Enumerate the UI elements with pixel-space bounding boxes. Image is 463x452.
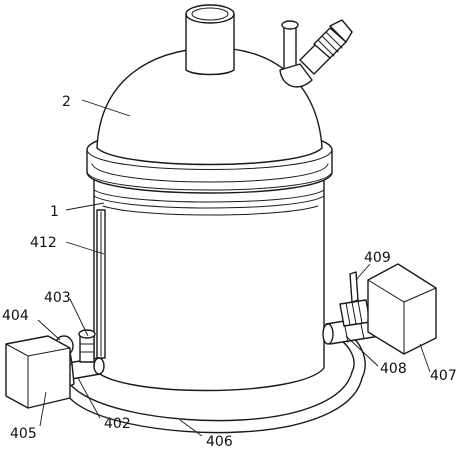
top-inlet-pipe <box>185 4 235 76</box>
return-valve <box>339 271 371 327</box>
label-1: 1 <box>50 204 59 220</box>
label-405: 405 <box>10 426 37 442</box>
label-407: 407 <box>430 368 457 384</box>
label-2: 2 <box>62 94 71 110</box>
sight-gauge <box>96 209 106 359</box>
left-pump-box <box>5 335 71 409</box>
label-409: 409 <box>364 250 391 266</box>
reference-numerals: 2 1 412 403 404 405 402 406 409 408 407 <box>2 94 457 450</box>
drain-valve <box>78 329 96 363</box>
label-408: 408 <box>380 361 407 377</box>
label-412: 412 <box>30 235 57 251</box>
label-402: 402 <box>104 416 131 432</box>
vent-pipe-assembly <box>279 19 353 88</box>
tank-body <box>93 177 325 392</box>
label-403: 403 <box>44 290 71 306</box>
label-406: 406 <box>206 434 233 450</box>
leader-lines <box>37 99 431 437</box>
label-404: 404 <box>2 308 29 324</box>
right-pump-box <box>367 263 437 355</box>
